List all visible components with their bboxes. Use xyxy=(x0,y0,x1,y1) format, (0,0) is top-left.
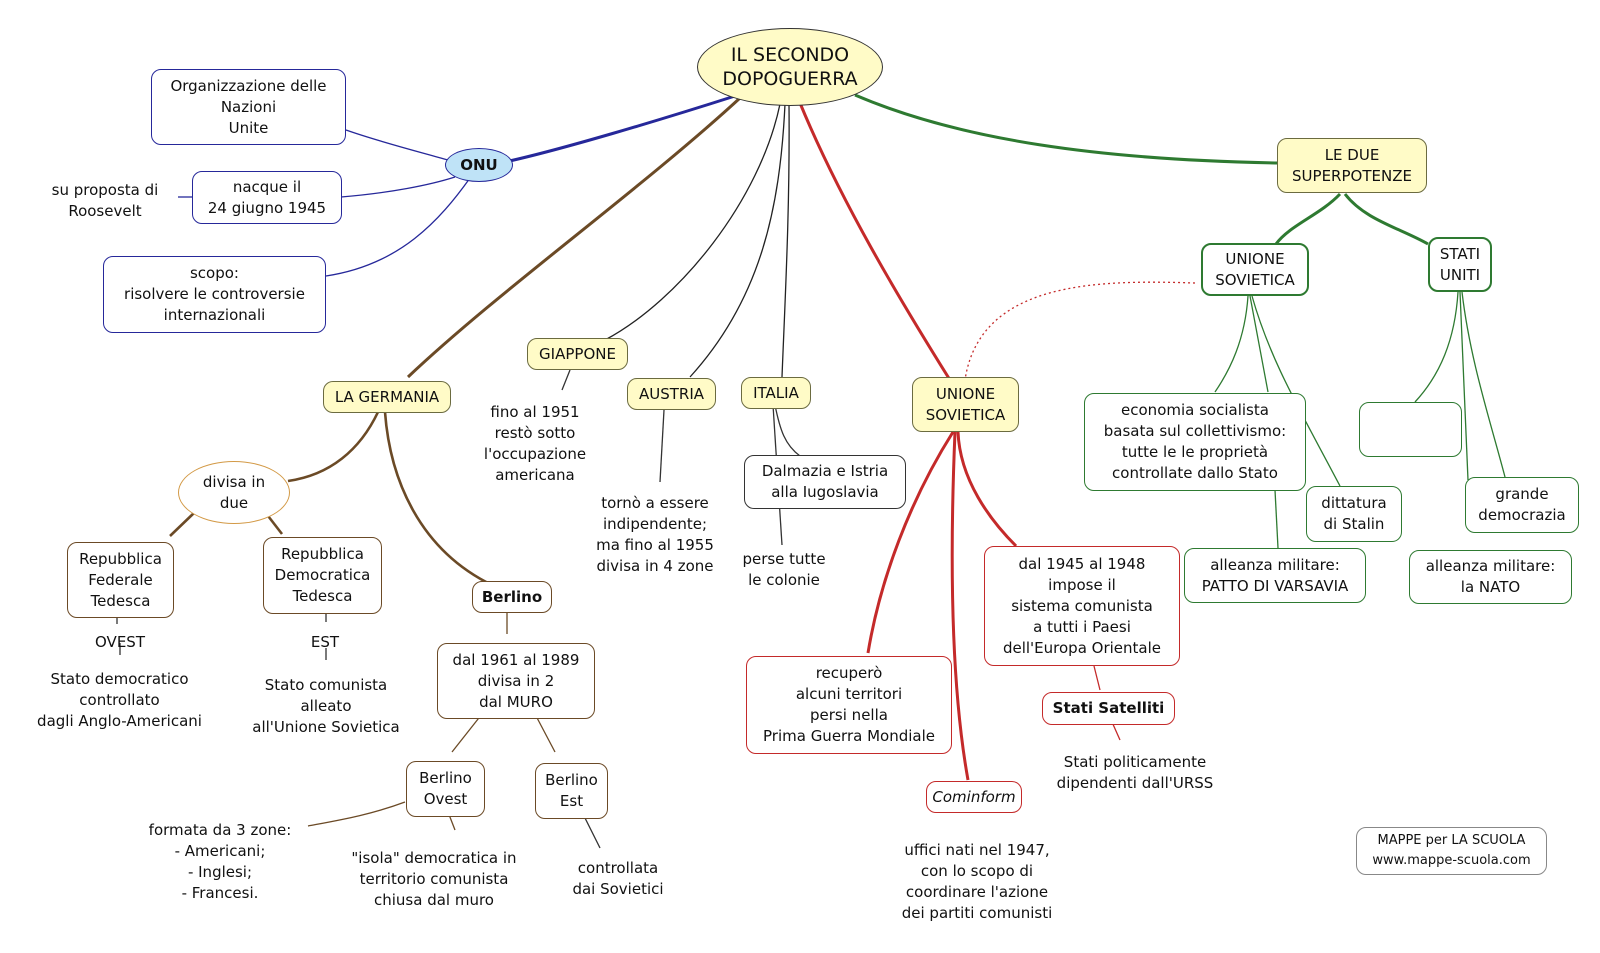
rdt-est: EST xyxy=(310,632,340,651)
superpotenze-node: LE DUE SUPERPOTENZE xyxy=(1277,138,1427,193)
grande-democrazia: grande democrazia xyxy=(1465,477,1579,533)
rdt-desc: Stato comunista alleato all'Unione Sovie… xyxy=(252,675,400,736)
onu-node: ONU xyxy=(445,148,513,182)
onu-proposal: su proposta di Roosevelt xyxy=(51,181,159,220)
berlino-ovest-node: Berlino Ovest xyxy=(406,761,485,817)
germania-node: LA GERMANIA xyxy=(323,381,451,413)
nato: alleanza militare: la NATO xyxy=(1409,550,1572,604)
onu-full-name: Organizzazione delle Nazioni Unite xyxy=(151,69,346,145)
superpotenze-usa: STATI UNITI xyxy=(1428,237,1492,292)
stati-satelliti-node: Stati Satelliti xyxy=(1042,692,1175,725)
economia-mercato xyxy=(1359,402,1462,457)
berlino-est-desc: controllata dai Sovietici xyxy=(572,859,664,898)
credit-box: MAPPE per LA SCUOLA www.mappe-scuola.com xyxy=(1356,827,1547,875)
austria-node: AUSTRIA xyxy=(627,378,716,410)
superpotenze-urss: UNIONE SOVIETICA xyxy=(1201,243,1309,296)
urss-territori: recuperò alcuni territori persi nella Pr… xyxy=(746,656,952,754)
austria-desc: tornò a essere indipendente; ma fino al … xyxy=(596,494,714,575)
giappone-node: GIAPPONE xyxy=(527,338,628,370)
berlino-ovest-zones: formata da 3 zone: - Americani; - Ingles… xyxy=(148,821,292,902)
patto-varsavia: alleanza militare: PATTO DI VARSAVIA xyxy=(1184,548,1366,603)
berlino-desc: dal 1961 al 1989 divisa in 2 dal MURO xyxy=(437,643,595,719)
dittatura-stalin: dittatura di Stalin xyxy=(1306,486,1402,542)
rft-node: Repubblica Federale Tedesca xyxy=(67,542,174,618)
onu-founded: nacque il 24 giugno 1945 xyxy=(192,171,342,224)
urss-imposizione: dal 1945 al 1948 impose il sistema comun… xyxy=(984,546,1180,666)
italia-colonie: perse tutte le colonie xyxy=(742,550,826,589)
germania-divided: divisa in due xyxy=(178,461,290,524)
berlino-ovest-island: "isola" democratica in territorio comuni… xyxy=(351,848,517,909)
onu-purpose: scopo: risolvere le controversie interna… xyxy=(103,256,326,333)
italia-dalmazia: Dalmazia e Istria alla Iugoslavia xyxy=(744,455,906,509)
central-topic: IL SECONDO DOPOGUERRA xyxy=(697,28,883,106)
berlino-est-node: Berlino Est xyxy=(535,763,608,819)
cominform-desc: uffici nati nel 1947, con lo scopo di co… xyxy=(901,841,1053,922)
cominform-node: Cominform xyxy=(926,781,1022,813)
rdt-node: Repubblica Democratica Tedesca xyxy=(263,537,382,614)
italia-node: ITALIA xyxy=(741,377,811,409)
berlino-node: Berlino xyxy=(472,581,552,613)
rft-ovest: OVEST xyxy=(95,632,145,651)
rft-desc: Stato democratico controllato dagli Angl… xyxy=(37,669,202,730)
stati-satelliti-desc: Stati politicamente dipendenti dall'URSS xyxy=(1056,753,1214,792)
urss-node: UNIONE SOVIETICA xyxy=(912,377,1019,432)
giappone-desc: fino al 1951 restò sotto l'occupazione a… xyxy=(483,403,587,484)
economia-urss: economia socialista basata sul collettiv… xyxy=(1084,393,1306,491)
